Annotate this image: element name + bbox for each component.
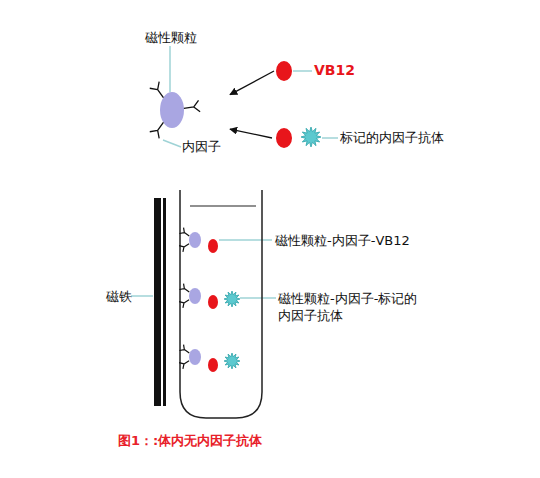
antibody-group bbox=[150, 82, 200, 139]
antibody-symbol bbox=[150, 122, 164, 138]
part-label: 磁性颗粒-内因子-标记的内因子抗体 bbox=[278, 290, 430, 324]
node-box: 磁性颗粒内因子 bbox=[140, 28, 230, 156]
node-label: 标记的内因子抗体 bbox=[340, 130, 444, 146]
magnetic-particle bbox=[189, 288, 201, 304]
leader-line bbox=[293, 70, 312, 72]
figure-caption: 图1：:体内无内因子抗体 bbox=[118, 432, 262, 450]
magnetic-particle bbox=[189, 349, 201, 365]
antibody-group bbox=[179, 228, 189, 369]
antibody-symbol bbox=[179, 300, 189, 308]
leader-line bbox=[240, 297, 276, 299]
node-label: VB12 bbox=[314, 62, 355, 78]
node-box: VB12 bbox=[274, 60, 364, 82]
test-tube bbox=[180, 190, 262, 418]
vb12-dot bbox=[208, 358, 218, 372]
vb12-dot bbox=[276, 128, 292, 148]
antibody-symbol bbox=[184, 100, 200, 111]
leader-line bbox=[131, 295, 153, 297]
magnetic-particle bbox=[189, 232, 201, 248]
antibody-symbol bbox=[179, 361, 189, 369]
binding-arrow bbox=[230, 71, 274, 95]
label-star bbox=[224, 353, 240, 369]
antibody-symbol bbox=[150, 82, 164, 98]
part-label: 磁铁 bbox=[106, 288, 146, 305]
label-star bbox=[224, 291, 240, 307]
binding-arrow bbox=[230, 129, 272, 138]
magnet-bar bbox=[163, 198, 166, 406]
node-box: 标记的内因子抗体 bbox=[272, 126, 472, 150]
antibody-symbol bbox=[179, 345, 189, 353]
node-label: 磁性颗粒 bbox=[145, 30, 197, 46]
label-star bbox=[301, 127, 321, 147]
leader-line bbox=[322, 137, 338, 139]
vb12-dot bbox=[208, 239, 218, 253]
vb12-dot bbox=[208, 295, 218, 309]
liquid-level bbox=[190, 205, 256, 206]
antibody-symbol bbox=[179, 284, 189, 292]
leader-line bbox=[219, 239, 272, 241]
antibody-symbol bbox=[179, 228, 189, 236]
antibody-symbol bbox=[179, 244, 189, 252]
part-label: 磁性颗粒-内因子-VB12 bbox=[275, 232, 475, 249]
magnet-bar bbox=[154, 198, 161, 406]
node-label: 内因子 bbox=[182, 139, 221, 155]
vb12-dot bbox=[276, 61, 292, 81]
leader-line bbox=[163, 140, 181, 147]
leader-line bbox=[169, 46, 171, 92]
